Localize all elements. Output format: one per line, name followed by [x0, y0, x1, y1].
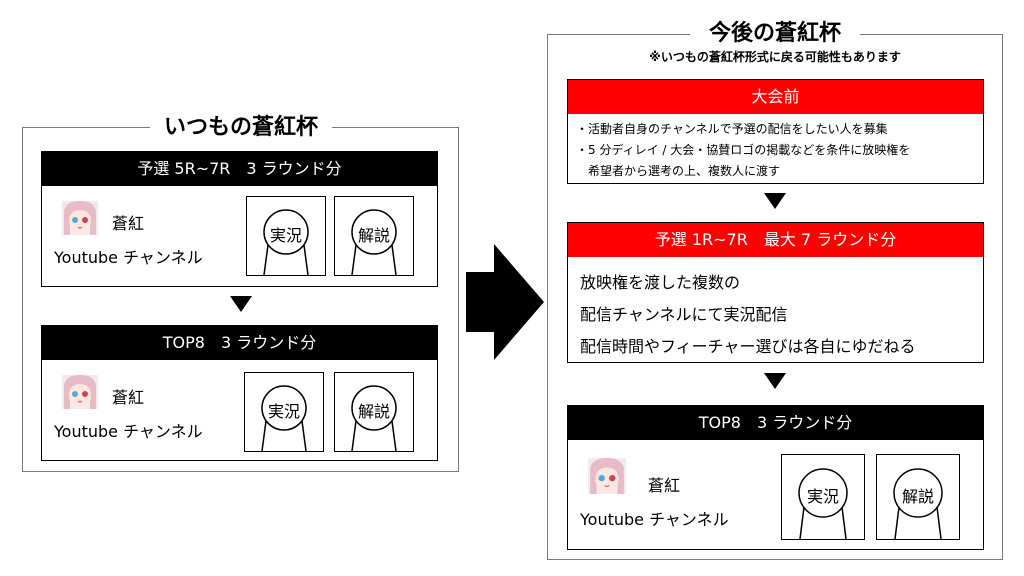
right-top8-header: TOP8 3 ラウンド分 [568, 406, 983, 440]
left-top8-box: TOP8 3 ラウンド分 蒼紅 Youtube チャンネル 実況 解説 [41, 325, 438, 461]
role-label: 解説 [357, 226, 390, 245]
bust-silhouette-icon [798, 468, 848, 539]
commentator-card: 実況 [781, 454, 865, 540]
channel-label: Youtube チャンネル [580, 510, 729, 529]
role-label: 解説 [901, 487, 934, 506]
role-label: 実況 [269, 226, 302, 245]
bust-silhouette-icon [893, 468, 943, 539]
bust-silhouette-icon [351, 209, 397, 275]
commentator-card: 実況 [244, 372, 324, 452]
analyst-card: 解説 [334, 196, 414, 276]
qualifier-line: 配信チャンネルにて実況配信 [580, 305, 788, 324]
analyst-card: 解説 [334, 372, 414, 452]
left-top8-header: TOP8 3 ラウンド分 [42, 326, 437, 360]
right-panel-note: ※いつもの蒼紅杯形式に戻る可能性もあります [649, 50, 901, 64]
down-triangle-icon [764, 193, 786, 209]
right-panel-title: 今後の蒼紅杯 [690, 20, 860, 50]
streamer-name: 蒼紅 [112, 214, 145, 233]
down-triangle-icon [230, 296, 252, 312]
bust-silhouette-icon [263, 209, 309, 275]
bust-silhouette-icon [261, 385, 307, 451]
streamer-name: 蒼紅 [112, 388, 145, 407]
left-panel-title: いつもの蒼紅杯 [150, 114, 332, 144]
qualifier-line: 配信時間やフィーチャー選びは各自にゆだねる [580, 337, 916, 356]
right-arrow-icon [466, 244, 544, 360]
bust-silhouette-icon [351, 385, 397, 451]
role-label: 実況 [806, 487, 839, 506]
analyst-card: 解説 [876, 454, 960, 540]
streamer-name: 蒼紅 [648, 476, 681, 495]
pre-event-line: 希望者から選考の上、複数人に渡す [576, 164, 781, 178]
commentator-card: 実況 [246, 196, 326, 276]
right-top8-box: TOP8 3 ラウンド分 蒼紅 Youtube チャンネル 実況 解説 [567, 405, 984, 550]
role-label: 解説 [357, 402, 390, 421]
left-qualifier-box: 予選 5R~7R 3 ラウンド分 蒼紅 Youtube チャンネル 実況 解説 [41, 151, 438, 287]
avatar [62, 201, 98, 235]
left-qualifier-header: 予選 5R~7R 3 ラウンド分 [42, 152, 437, 186]
right-qualifier-header: 予選 1R~7R 最大 7 ラウンド分 [568, 223, 983, 257]
channel-label: Youtube チャンネル [54, 248, 203, 267]
channel-label: Youtube チャンネル [54, 422, 203, 441]
pre-event-line: ・5 分ディレイ / 大会・協賛ロゴの掲載などを条件に放映権を [576, 143, 911, 157]
avatar [588, 458, 626, 494]
avatar [62, 375, 98, 409]
pre-event-header: 大会前 [568, 80, 983, 114]
pre-event-box: 大会前 ・活動者自身のチャンネルで予選の配信をしたい人を募集 ・5 分ディレイ … [567, 79, 984, 184]
pre-event-line: ・活動者自身のチャンネルで予選の配信をしたい人を募集 [576, 122, 888, 136]
role-label: 実況 [267, 402, 300, 421]
qualifier-line: 放映権を渡した複数の [580, 273, 741, 292]
right-qualifier-box: 予選 1R~7R 最大 7 ラウンド分 放映権を渡した複数の 配信チャンネルにて… [567, 222, 984, 363]
down-triangle-icon [764, 373, 786, 389]
